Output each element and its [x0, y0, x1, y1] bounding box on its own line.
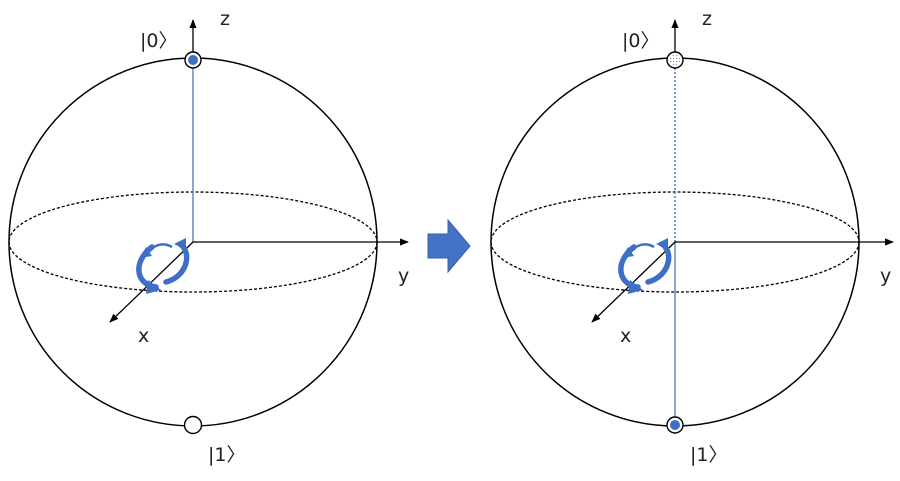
x-axis-line	[109, 241, 194, 323]
bloch-sphere-left: z y x |0〉 |1〉	[8, 8, 409, 466]
state-zero-marker-faded	[666, 51, 684, 69]
ket-one-label: |1〉	[690, 444, 728, 466]
y-axis-label: y	[880, 265, 891, 287]
z-axis-label: z	[702, 8, 712, 30]
state-zero-marker	[184, 51, 202, 69]
y-axis-label: y	[398, 265, 409, 287]
x-axis-line	[591, 241, 676, 323]
x-axis-label: x	[138, 325, 149, 347]
rotation-icon	[136, 238, 190, 294]
x-axis-label: x	[620, 325, 631, 347]
state-one-marker	[183, 415, 203, 435]
state-one-marker	[666, 416, 684, 434]
ket-zero-label: |0〉	[622, 30, 660, 52]
ket-zero-label: |0〉	[140, 30, 178, 52]
rotation-icon	[618, 238, 672, 294]
right-arrow-icon	[427, 218, 471, 274]
ket-one-label: |1〉	[208, 444, 246, 466]
bloch-sphere-right: z y x |0〉 |1〉	[490, 8, 894, 466]
z-axis-label: z	[220, 8, 230, 30]
